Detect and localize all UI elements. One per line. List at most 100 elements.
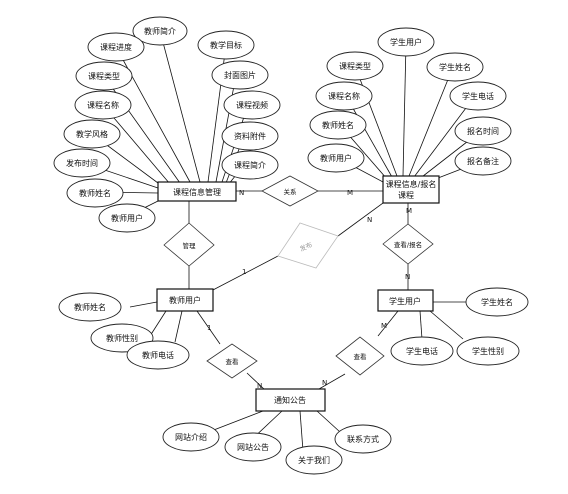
- cardinality-label: N: [239, 189, 244, 197]
- attribute-about-us: 关于我们: [285, 445, 343, 475]
- svg-text:通知公告: 通知公告: [274, 395, 306, 405]
- attribute-teacher-user: 教师用户: [307, 143, 365, 173]
- svg-text:发布时间: 发布时间: [66, 158, 98, 168]
- svg-text:教师简介: 教师简介: [144, 26, 176, 36]
- svg-text:封面图片: 封面图片: [224, 70, 256, 80]
- relationship-publish: 发布: [277, 222, 339, 269]
- attribute-site-intro: 网站介绍: [162, 422, 220, 452]
- attribute-teacher-name: 教师姓名: [66, 178, 124, 208]
- cardinality-label: 1: [207, 324, 211, 332]
- attribute-teacher-name: 教师姓名: [58, 292, 122, 322]
- entity-student-user: 学生用户: [377, 289, 434, 312]
- attribute-course-name: 课程名称: [74, 90, 132, 120]
- teacher-attributes: 教师姓名 教师性别 教师电话: [58, 292, 190, 370]
- cardinality-label: N: [367, 216, 372, 224]
- attribute-teaching-goal: 教学目标: [197, 30, 255, 60]
- svg-text:教师姓名: 教师姓名: [322, 120, 354, 130]
- svg-text:教师用户: 教师用户: [111, 213, 143, 223]
- attribute-course-type: 课程类型: [75, 61, 133, 91]
- attribute-student-name: 学生姓名: [465, 287, 529, 317]
- attribute-course-intro: 课程简介: [221, 150, 279, 180]
- attribute-student-phone: 学生电话: [390, 336, 454, 366]
- svg-text:教师姓名: 教师姓名: [74, 302, 106, 312]
- svg-text:查看/报名: 查看/报名: [394, 240, 422, 249]
- attribute-cover-image: 封面图片: [211, 60, 269, 90]
- svg-text:学生电话: 学生电话: [462, 91, 494, 101]
- svg-text:学生姓名: 学生姓名: [439, 62, 471, 72]
- svg-text:关系: 关系: [284, 187, 298, 196]
- svg-text:教师用户: 教师用户: [320, 153, 352, 163]
- svg-text:教师姓名: 教师姓名: [79, 188, 111, 198]
- attribute-student-gender: 学生性别: [456, 336, 520, 366]
- svg-text:课程简介: 课程简介: [234, 160, 266, 170]
- attribute-signup-note: 报名备注: [454, 146, 512, 176]
- svg-text:课程信息/报名: 课程信息/报名: [386, 179, 437, 189]
- svg-text:学生性别: 学生性别: [472, 346, 504, 356]
- attribute-contact: 联系方式: [334, 424, 392, 454]
- attribute-teacher-user: 教师用户: [98, 203, 156, 233]
- attribute-student-phone: 学生电话: [449, 81, 507, 111]
- student-attributes: 学生姓名 学生电话 学生性别: [390, 287, 529, 366]
- svg-text:课程名称: 课程名称: [87, 100, 119, 110]
- attribute-student-name: 学生姓名: [426, 52, 484, 82]
- relationship-view-left: 查看: [206, 343, 258, 379]
- svg-text:教师性别: 教师性别: [106, 333, 138, 343]
- cardinality-label: M: [381, 322, 387, 330]
- svg-text:课程: 课程: [398, 191, 414, 200]
- svg-text:学生姓名: 学生姓名: [481, 297, 513, 307]
- svg-text:课程类型: 课程类型: [88, 71, 120, 81]
- attribute-teacher-intro: 教师简介: [132, 16, 188, 46]
- cardinality-label: N: [257, 382, 262, 390]
- svg-text:报名备注: 报名备注: [467, 156, 499, 166]
- svg-text:教学风格: 教学风格: [76, 129, 108, 139]
- course-info-attributes: 教师简介 课程进度 教学目标 课程类型 封面图片 课程名称 课程视频 教学风格 …: [53, 16, 281, 233]
- svg-text:管理: 管理: [183, 241, 197, 250]
- course-signup-attributes: 学生用户 课程类型 学生姓名 课程名称 学生电话 教师姓名 报名时间 教师用户 …: [307, 27, 512, 176]
- svg-text:课程信息管理: 课程信息管理: [173, 187, 221, 197]
- svg-text:学生用户: 学生用户: [390, 37, 422, 47]
- attribute-course-type: 课程类型: [326, 51, 384, 81]
- svg-text:课程视频: 课程视频: [236, 100, 268, 110]
- attribute-course-name: 课程名称: [315, 81, 373, 111]
- attribute-teacher-name: 教师姓名: [309, 110, 367, 140]
- attribute-signup-time: 报名时间: [454, 116, 512, 146]
- attribute-teaching-style: 教学风格: [63, 119, 121, 149]
- cardinality-label: 1: [242, 268, 246, 276]
- notice-attributes: 网站介绍 网站公告 关于我们 联系方式: [162, 422, 392, 475]
- svg-text:课程名称: 课程名称: [328, 91, 360, 101]
- svg-text:查看: 查看: [226, 357, 240, 366]
- svg-text:资料附件: 资料附件: [234, 131, 266, 141]
- svg-text:关于我们: 关于我们: [298, 455, 330, 465]
- svg-text:报名时间: 报名时间: [467, 126, 499, 136]
- entity-notice: 通知公告: [255, 388, 326, 412]
- svg-text:教学目标: 教学目标: [210, 40, 242, 50]
- relationship-view-signup: 查看/报名: [382, 223, 434, 265]
- entity-teacher-user: 教师用户: [156, 288, 214, 312]
- cardinality-label: M: [406, 207, 412, 215]
- attribute-site-notice: 网站公告: [224, 432, 282, 462]
- cardinality-label: N: [322, 379, 327, 387]
- svg-text:查看: 查看: [354, 352, 368, 361]
- svg-text:教师用户: 教师用户: [169, 295, 201, 305]
- cardinality-labels: N M M N 1 N 1 M N N: [207, 189, 412, 390]
- svg-text:网站介绍: 网站介绍: [175, 432, 207, 442]
- svg-text:学生电话: 学生电话: [406, 346, 438, 356]
- cardinality-label: M: [347, 189, 353, 197]
- svg-text:联系方式: 联系方式: [347, 434, 379, 444]
- cardinality-label: N: [405, 273, 410, 281]
- svg-text:课程进度: 课程进度: [100, 42, 132, 52]
- attribute-student-user: 学生用户: [377, 27, 435, 57]
- svg-text:课程类型: 课程类型: [339, 61, 371, 71]
- relationship-manage: 管理: [163, 222, 215, 267]
- attribute-publish-time: 发布时间: [53, 148, 111, 178]
- svg-text:学生用户: 学生用户: [389, 296, 421, 306]
- svg-text:教师电话: 教师电话: [142, 350, 174, 360]
- attribute-teacher-phone: 教师电话: [126, 340, 190, 370]
- attribute-course-video: 课程视频: [223, 90, 281, 120]
- relationship-relation: 关系: [261, 175, 319, 207]
- svg-text:网站公告: 网站公告: [237, 442, 269, 452]
- relationship-view-right: 查看: [335, 336, 385, 376]
- attribute-attachment: 资料附件: [221, 121, 279, 151]
- attribute-course-progress: 课程进度: [87, 32, 145, 62]
